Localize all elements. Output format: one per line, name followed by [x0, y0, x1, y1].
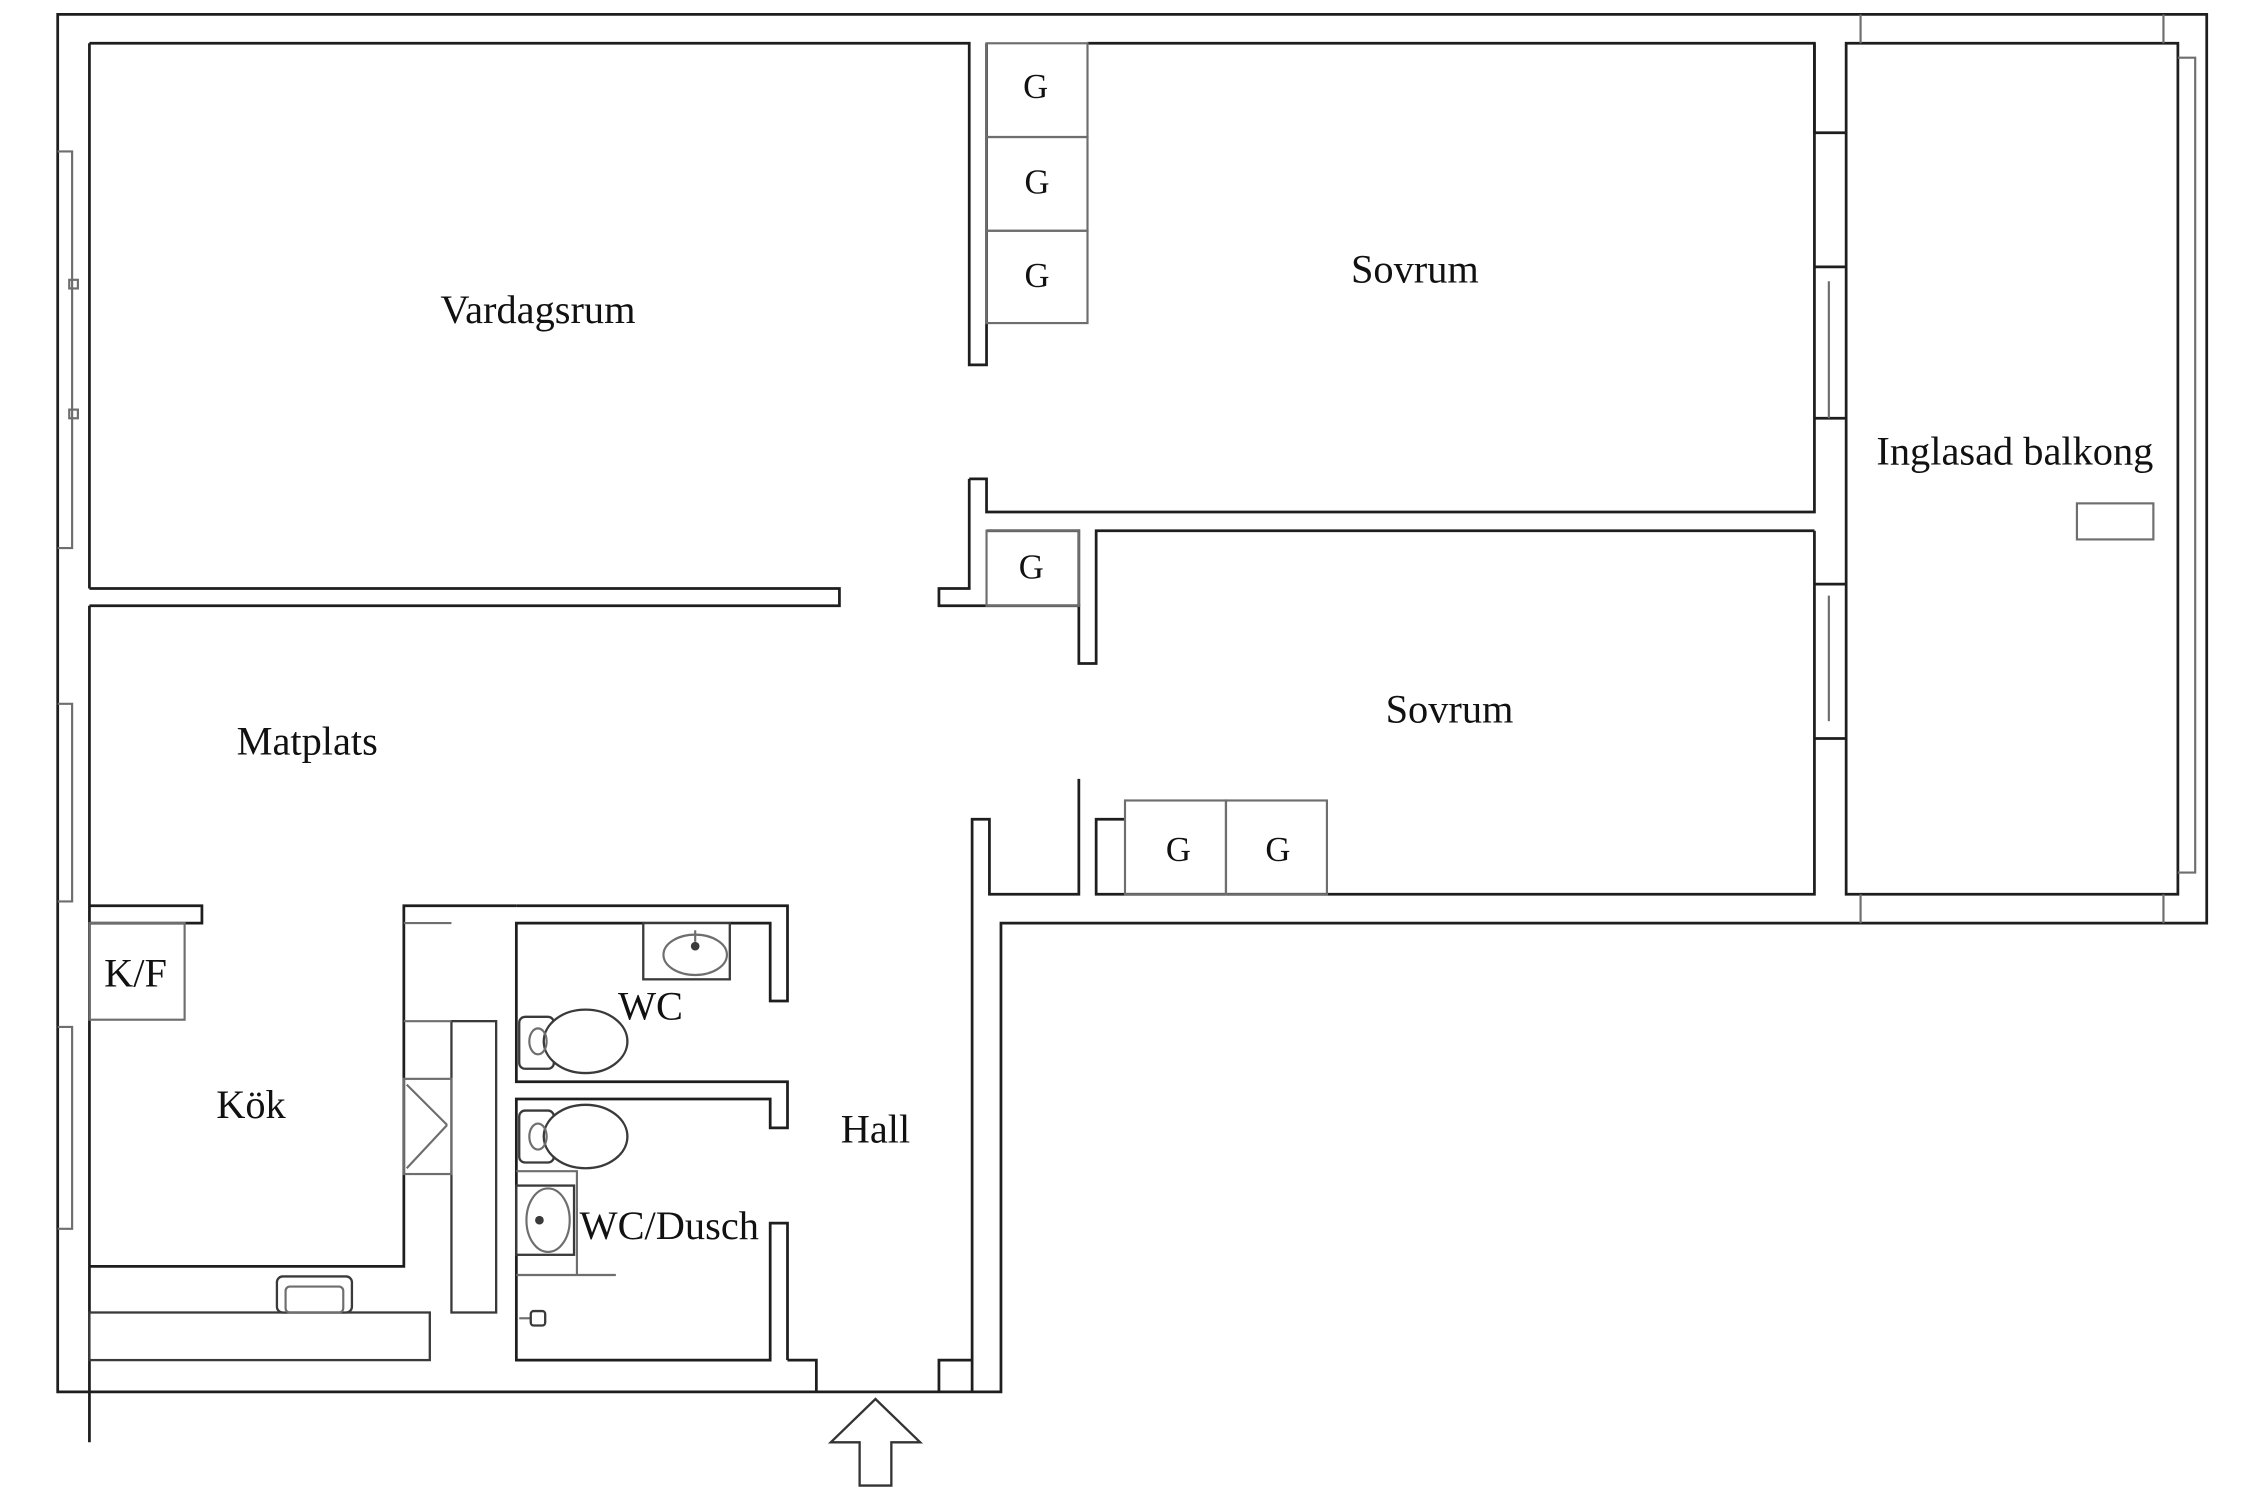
wardrobe — [1224, 799, 1329, 896]
room-label-inglasad-balkong: Inglasad balkong — [1876, 428, 2153, 473]
wardrobe-labels: G G G G G G — [1019, 68, 1291, 869]
wardrobe-label: G — [1019, 548, 1044, 586]
kitchen — [88, 904, 517, 1362]
room-label-matplats: Matplats — [237, 718, 378, 763]
stove — [402, 1077, 453, 1176]
wardrobe-label: G — [1166, 831, 1191, 869]
wardrobe-label: G — [1023, 68, 1048, 106]
kitchen-island — [450, 1020, 498, 1314]
room-label-wc: WC — [618, 984, 683, 1029]
bathrooms — [514, 904, 789, 1362]
room-label-sovrum-1: Sovrum — [1351, 247, 1479, 292]
wardrobes — [985, 42, 1329, 896]
sink-icon — [642, 921, 731, 981]
kitchen-sink-icon — [275, 1275, 354, 1314]
room-label-wc-dusch: WC/Dusch — [580, 1203, 759, 1248]
room-label-kok: Kök — [216, 1082, 286, 1127]
interior-walls — [57, 14, 2197, 1392]
room-label-kf: K/F — [104, 951, 167, 996]
wardrobe — [985, 529, 1080, 607]
room-label-vardagsrum: Vardagsrum — [440, 287, 635, 332]
kitchen-counter — [88, 1311, 431, 1362]
sink-icon — [515, 1184, 576, 1256]
entrance-arrow-icon — [827, 1397, 924, 1487]
wardrobe — [985, 229, 1089, 325]
toilet-icon — [518, 1008, 629, 1075]
shower-icon — [519, 1309, 547, 1327]
wardrobe-label: G — [1265, 831, 1290, 869]
room-label-sovrum-2: Sovrum — [1386, 687, 1514, 732]
fridge-freezer — [88, 921, 186, 1021]
room-labels: Vardagsrum Sovrum Inglasad balkong Sovru… — [104, 247, 2153, 1248]
hall — [787, 1358, 973, 1392]
room-label-hall: Hall — [841, 1106, 911, 1151]
wardrobe-label: G — [1025, 163, 1050, 201]
wardrobe-label: G — [1025, 257, 1050, 295]
outer-walls — [56, 13, 2209, 1443]
toilet-icon — [518, 1103, 629, 1170]
